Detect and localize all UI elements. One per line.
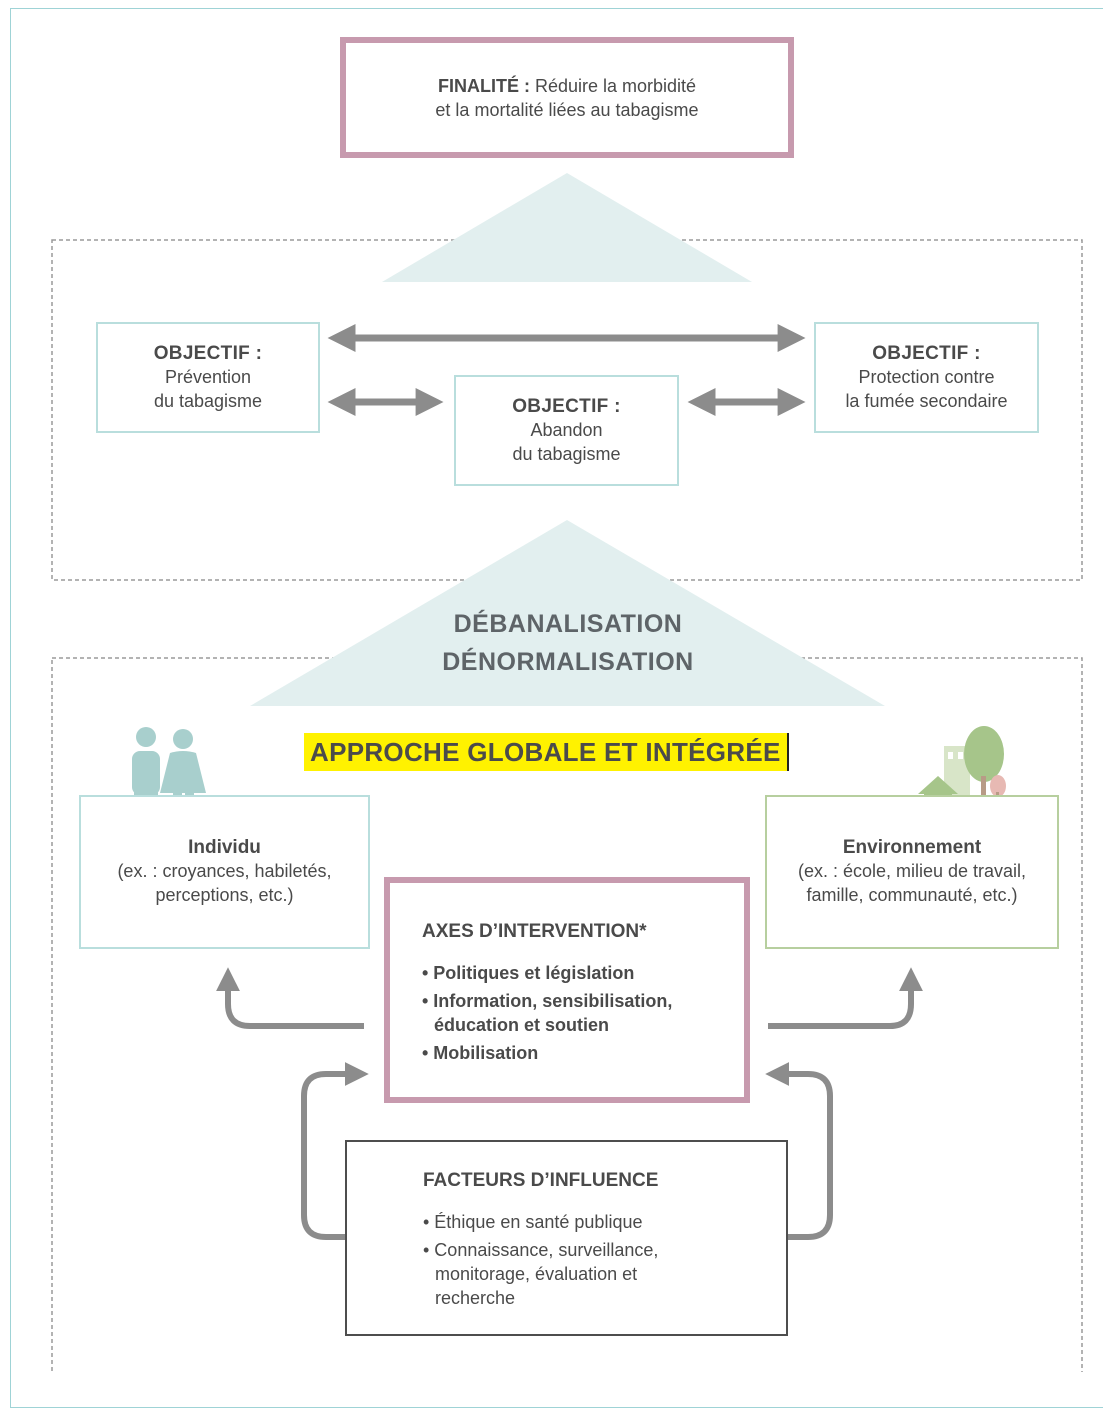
- environnement-line: (ex. : école, milieu de travail,: [797, 861, 1027, 881]
- objectif-protection-box: OBJECTIF : Protection contre la fumée se…: [814, 322, 1039, 433]
- finalite-box: FINALITÉ : Réduire la morbidité et la mo…: [340, 37, 794, 158]
- facteurs-influence-box: FACTEURS D’INFLUENCE • Éthique en santé …: [345, 1140, 788, 1336]
- approche-globale-heading: APPROCHE GLOBALE ET INTÉGRÉE: [304, 733, 789, 771]
- objectif-abandon-box: OBJECTIF : Abandon du tabagisme: [454, 375, 679, 486]
- lower-pyramid: [250, 520, 885, 706]
- individu-line: (ex. : croyances, habiletés,: [117, 861, 332, 881]
- objectif-title: OBJECTIF :: [872, 342, 981, 364]
- environnement-title: Environnement: [842, 837, 982, 858]
- axes-item: • Information, sensibilisation, éducatio…: [422, 991, 673, 1035]
- right-feedback-arrow: [765, 1062, 833, 1240]
- arrow-to-environnement: [768, 967, 923, 1029]
- finalite-line2: et la mortalité liées au tabagisme: [435, 99, 699, 120]
- facteurs-item: • Éthique en santé publique: [423, 1212, 643, 1232]
- objectif-title: OBJECTIF :: [512, 395, 621, 417]
- debanalisation-label: DÉBANALISATION: [453, 610, 683, 638]
- axes-title: AXES D’INTERVENTION*: [422, 921, 647, 942]
- individu-line: perceptions, etc.): [155, 885, 294, 905]
- facteurs-title: FACTEURS D’INFLUENCE: [423, 1170, 659, 1191]
- environnement-box: Environnement (ex. : école, milieu de tr…: [765, 795, 1059, 949]
- left-feedback-arrow: [301, 1062, 369, 1240]
- axes-item: • Mobilisation: [422, 1043, 539, 1063]
- finalite-line1: FINALITÉ : Réduire la morbidité: [437, 75, 697, 96]
- objectif-title: OBJECTIF :: [153, 342, 263, 364]
- arrow-to-individu: [216, 967, 364, 1029]
- axes-intervention-box: AXES D’INTERVENTION* • Politiques et lég…: [384, 877, 750, 1103]
- objectif-line: Abandon: [530, 419, 603, 440]
- objectif-line: du tabagisme: [153, 390, 263, 411]
- objectif-line: la fumée secondaire: [845, 390, 1008, 411]
- diagram-graphics: [51, 173, 1083, 1372]
- individu-box: Individu (ex. : croyances, habiletés, pe…: [79, 795, 370, 949]
- denormalisation-label: DÉNORMALISATION: [442, 648, 694, 676]
- facteurs-item: • Connaissance, surveillance, monitorage…: [423, 1240, 659, 1308]
- objectif-line: Protection contre: [858, 366, 995, 387]
- axes-item: • Politiques et législation: [422, 963, 635, 983]
- upper-pyramid: [382, 173, 752, 282]
- individu-title: Individu: [188, 837, 261, 858]
- environnement-line: famille, communauté, etc.): [806, 885, 1018, 905]
- objectif-line: du tabagisme: [512, 443, 621, 464]
- objectif-prevention-box: OBJECTIF : Prévention du tabagisme: [96, 322, 320, 433]
- objectif-line: Prévention: [164, 366, 252, 387]
